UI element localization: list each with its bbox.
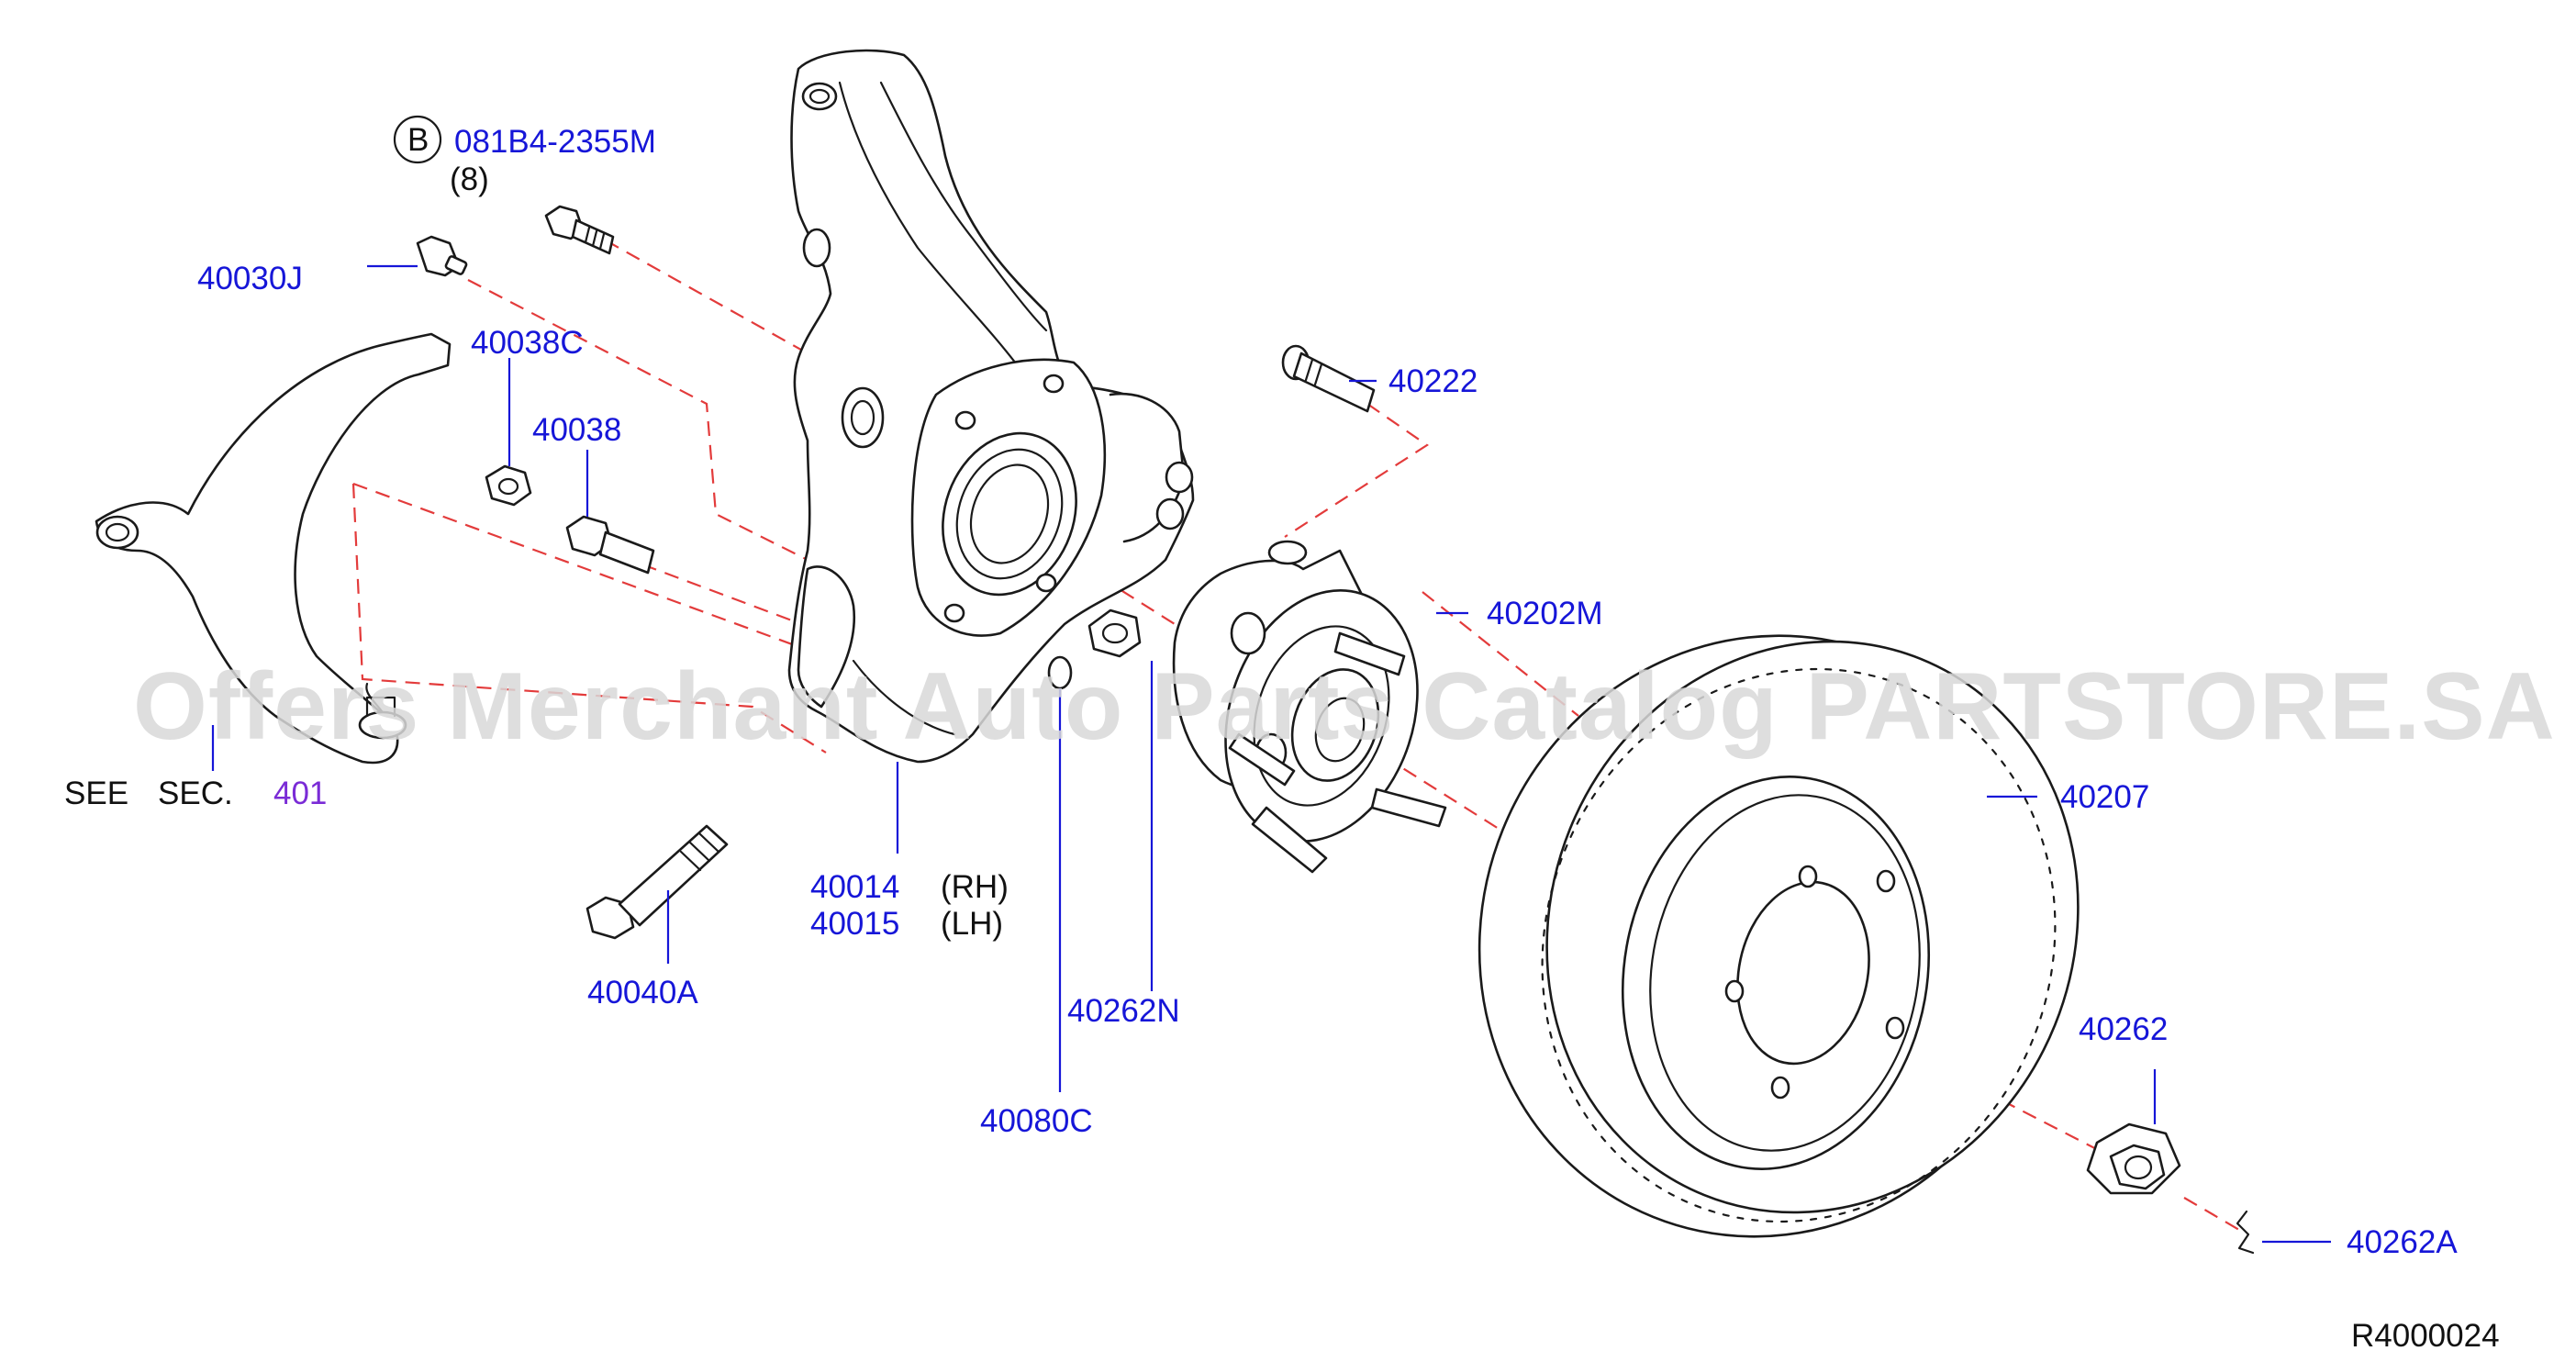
wheel-stud-40222[interactable] <box>1281 344 1376 413</box>
circle-b-icon <box>393 115 442 164</box>
hub-nut-40262[interactable] <box>2086 1122 2181 1195</box>
steering-knuckle[interactable] <box>787 49 1195 764</box>
see-section-callout: SEE SEC. 401 <box>64 776 327 811</box>
bolt-40030J[interactable] <box>416 235 468 277</box>
label-40080C[interactable]: 40080C <box>980 1103 1093 1139</box>
label-40038[interactable]: 40038 <box>532 412 621 448</box>
label-40030J[interactable]: 40030J <box>197 261 303 296</box>
bolt-081B4-2355M[interactable] <box>544 205 615 255</box>
watermark: Offers Merchant Auto Parts Catalog PARTS… <box>133 653 2556 760</box>
nut-40038C[interactable] <box>485 464 532 507</box>
see-text: SEE <box>64 776 128 811</box>
label-40015-side: (LH) <box>941 906 1003 942</box>
label-40014[interactable]: 40014 <box>810 869 899 905</box>
label-40040A[interactable]: 40040A <box>587 975 698 1010</box>
bolt-40040A[interactable] <box>585 824 729 940</box>
lower-control-arm[interactable] <box>95 332 452 765</box>
label-40262A[interactable]: 40262A <box>2347 1224 2458 1260</box>
label-081B4-2355M[interactable]: 081B4-2355M <box>454 124 656 160</box>
hub-bearing-40202M[interactable] <box>1172 540 1448 874</box>
diagram-id: R4000024 <box>2351 1318 2500 1354</box>
label-40222[interactable]: 40222 <box>1388 363 1478 399</box>
cotter-pin-40262A[interactable] <box>2236 1210 2255 1255</box>
circle-b-letter: B <box>407 122 429 158</box>
leader-lines <box>211 264 2331 1244</box>
sec-text: SEC. <box>158 776 233 811</box>
label-40202M[interactable]: 40202M <box>1487 596 1602 631</box>
brake-rotor-40207[interactable] <box>1389 549 2163 1323</box>
label-40015[interactable]: 40015 <box>810 906 899 942</box>
label-40038C[interactable]: 40038C <box>471 325 584 361</box>
label-40262[interactable]: 40262 <box>2079 1011 2168 1047</box>
label-40207[interactable]: 40207 <box>2060 779 2149 815</box>
bolt-b-callout: B 081B4-2355M (8) <box>393 115 656 197</box>
knuckle-labels: 40014 (RH) 40015 (LH) <box>810 869 1009 942</box>
section-ref-401[interactable]: 401 <box>273 776 327 811</box>
nut-40262N[interactable] <box>1087 608 1142 658</box>
label-quantity: (8) <box>450 162 489 197</box>
bolt-40038[interactable] <box>565 515 655 575</box>
label-40262N[interactable]: 40262N <box>1067 993 1180 1029</box>
label-40014-side: (RH) <box>941 869 1009 905</box>
